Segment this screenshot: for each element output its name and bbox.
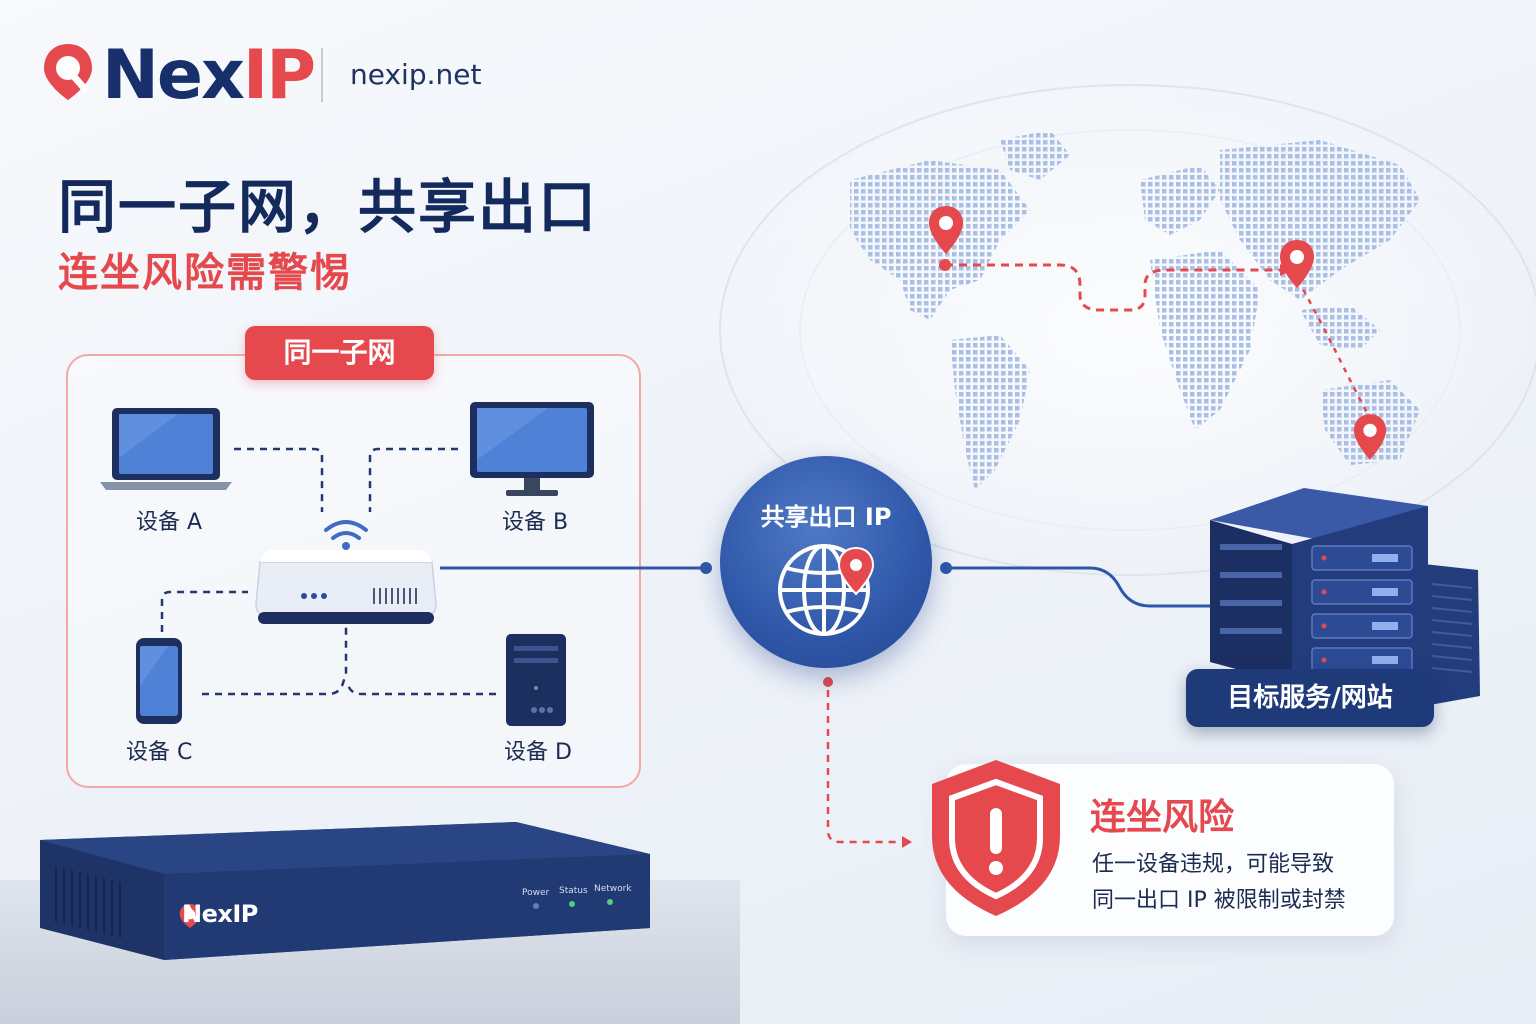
location-pin-icon xyxy=(1280,240,1314,288)
risk-description-line-1: 任一设备违规，可能导致 xyxy=(1092,852,1335,877)
wifi-router-icon xyxy=(255,520,437,624)
shared-ip-label: 共享出口 IP xyxy=(760,503,892,531)
header-divider xyxy=(321,48,323,102)
device-c-label: 设备 C xyxy=(126,740,193,765)
hardware-brand: NexIP xyxy=(182,900,258,928)
subnet-tag: 同一子网 xyxy=(245,326,434,380)
nexip-logo-icon xyxy=(44,44,92,100)
led-label-power: Power xyxy=(522,888,550,898)
smartphone-icon xyxy=(136,638,182,724)
device-a-label: 设备 A xyxy=(136,510,203,535)
nexip-logo-icon xyxy=(179,904,201,928)
location-pin-icon xyxy=(929,206,963,254)
laptop-icon xyxy=(100,408,232,490)
server-tower-icon xyxy=(506,634,566,726)
monitor-icon xyxy=(470,402,594,496)
page-headline: 同一子网，共享出口 xyxy=(58,173,599,241)
page-subheadline: 连坐风险需警惕 xyxy=(58,250,352,296)
led-label-status: Status xyxy=(559,886,588,896)
risk-title: 连坐风险 xyxy=(1090,797,1235,838)
world-map-icon xyxy=(710,70,1536,590)
device-b-label: 设备 B xyxy=(502,510,569,535)
risk-description-line-2: 同一出口 IP 被限制或封禁 xyxy=(1092,888,1346,913)
main-connections xyxy=(440,562,1220,848)
led-label-network: Network xyxy=(594,884,632,894)
globe-pin-icon xyxy=(778,544,875,636)
brand-name-suffix: IP xyxy=(242,36,316,115)
brand-name-prefix: Nex xyxy=(102,36,245,115)
location-pin-icon xyxy=(1353,414,1387,460)
brand-url[interactable]: nexip.net xyxy=(350,58,482,91)
brand-name: NexIP xyxy=(102,36,316,116)
warning-shield-icon xyxy=(932,760,1060,916)
subnet-connections xyxy=(160,447,496,696)
server-rack-icon xyxy=(1210,488,1480,706)
device-d-label: 设备 D xyxy=(504,740,572,765)
target-service-label: 目标服务/网站 xyxy=(1186,669,1434,727)
